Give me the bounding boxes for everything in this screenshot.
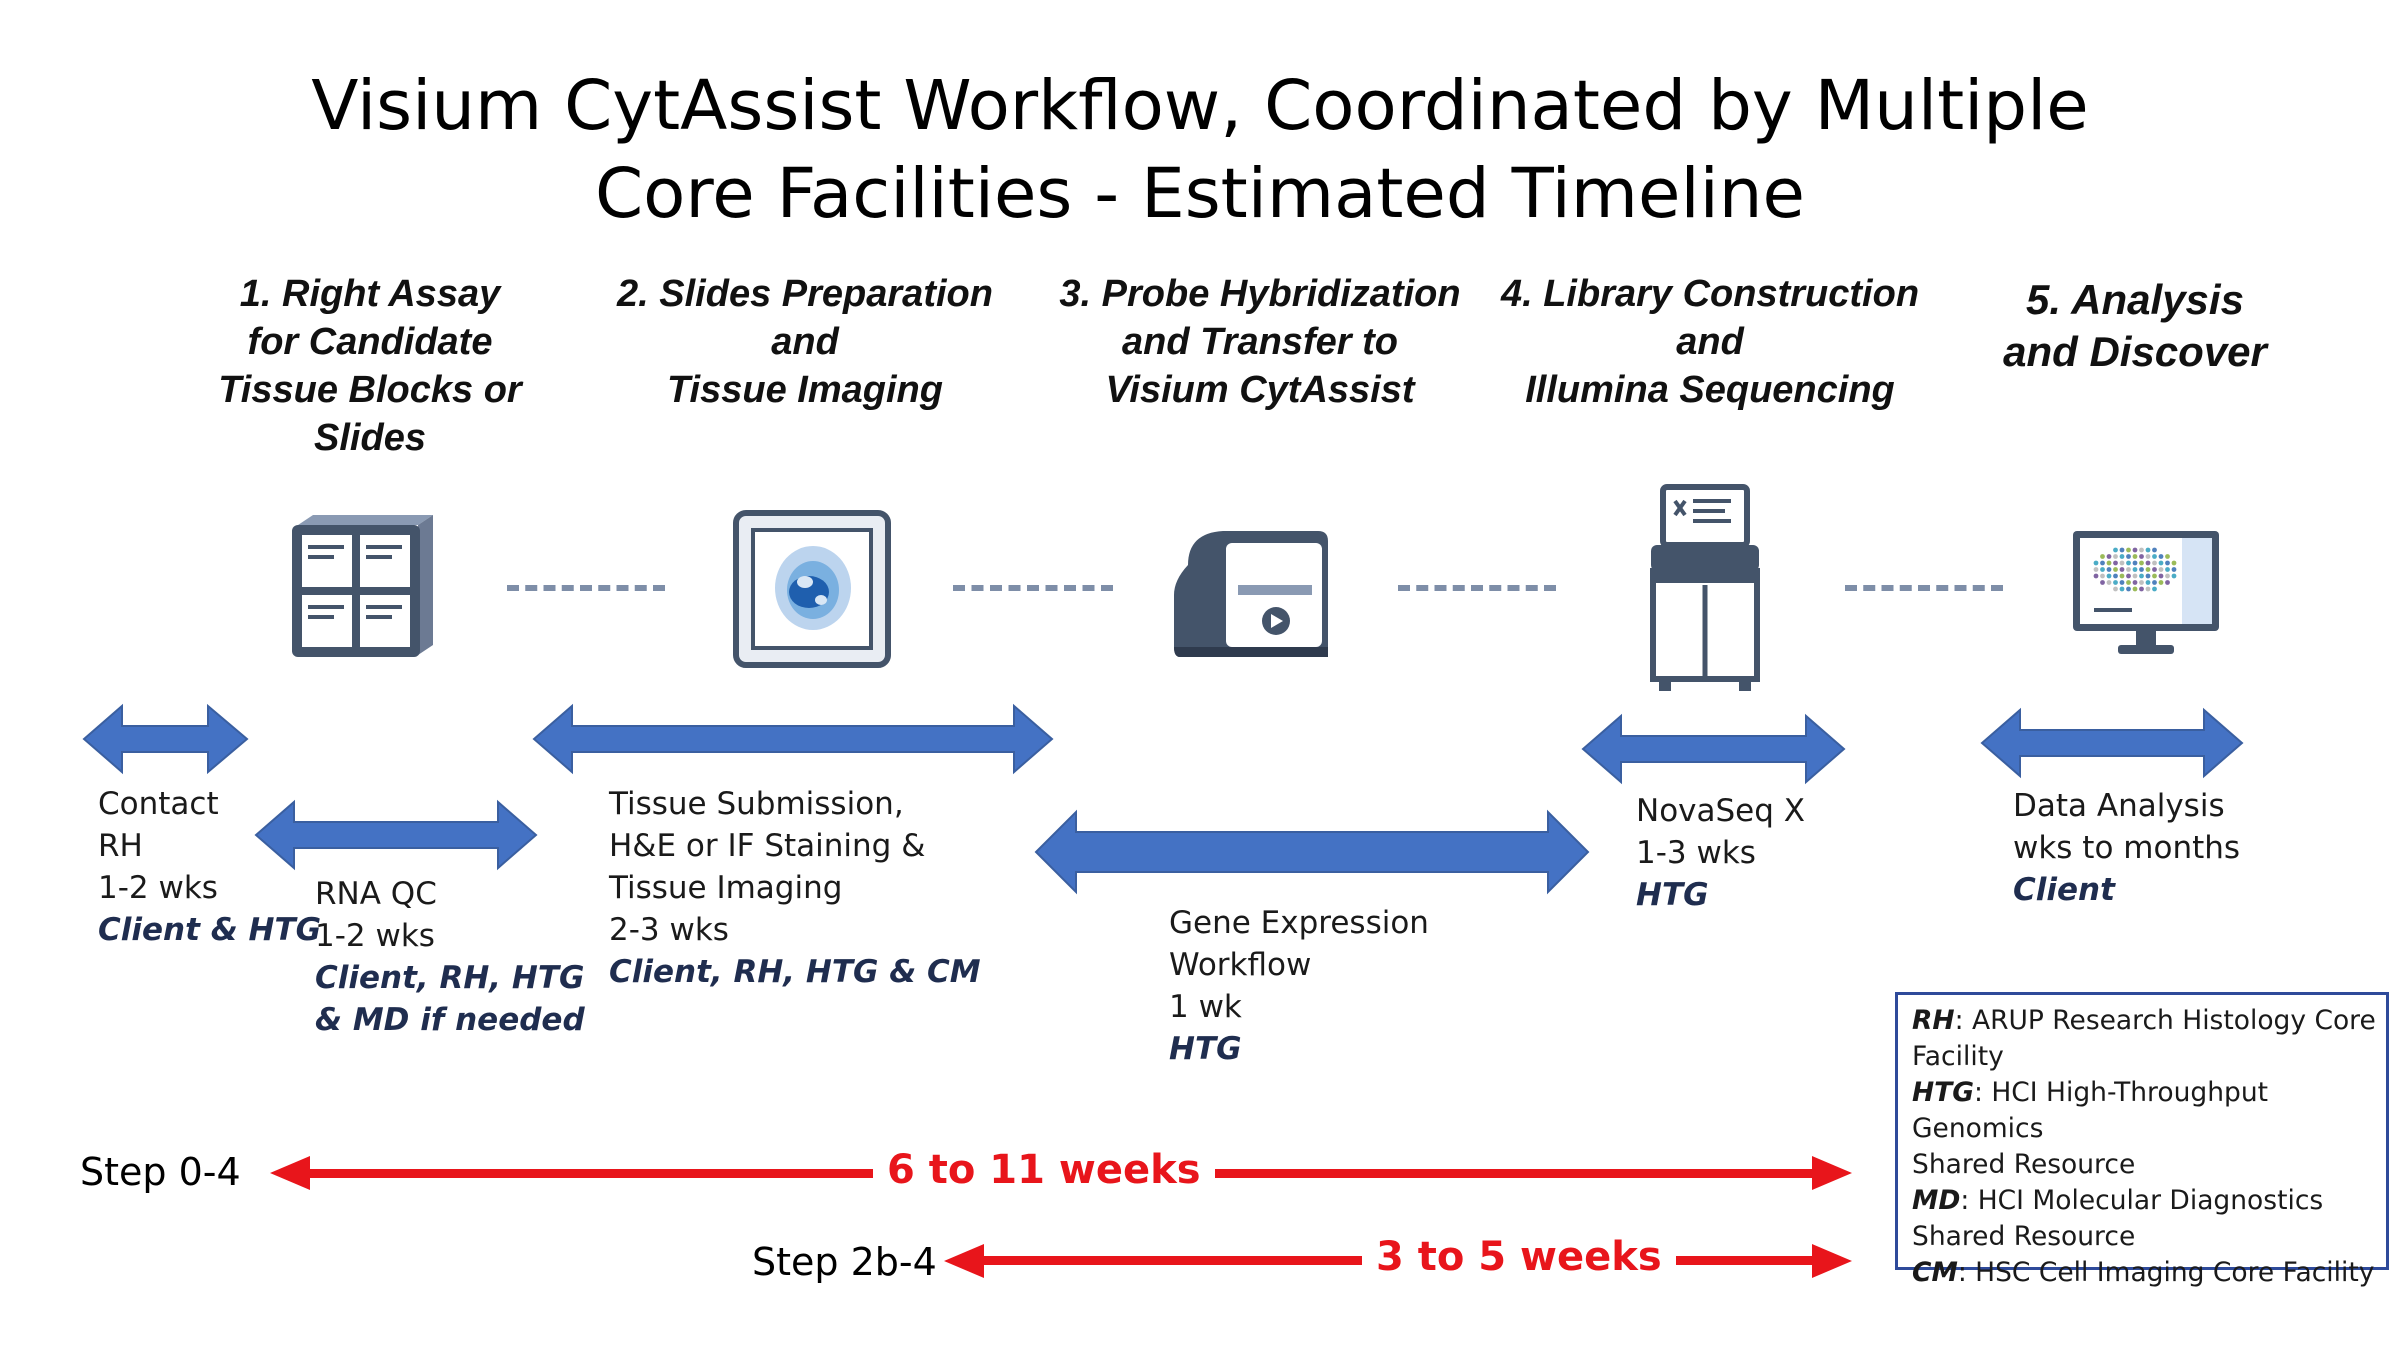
dashed-connector-1 <box>507 585 665 591</box>
title-line-1: Visium CytAssist Workflow, Coordinated b… <box>311 66 2089 146</box>
arrow-tissue-submission <box>532 703 1054 775</box>
step-4-heading: 4. Library Construction and Illumina Seq… <box>1500 273 1920 411</box>
dashed-connector-2 <box>953 585 1113 591</box>
step-1-heading: 1. Right Assay for Candidate Tissue Bloc… <box>218 273 522 459</box>
task-rna-qc: RNA QC 1-2 wks Client, RH, HTG & MD if n… <box>315 876 585 1038</box>
task-gene-expression: Gene Expression Workflow 1 wk HTG <box>1169 905 1429 1067</box>
arrow-contact <box>82 703 249 775</box>
task-tissue-submission: Tissue Submission, H&E or IF Staining & … <box>609 786 981 990</box>
step-5-heading: 5. Analysis and Discover <box>2003 276 2267 375</box>
cytassist-instrument-icon <box>1174 531 1328 657</box>
timeline-label-step-0-4: Step 0-4 <box>80 1150 241 1194</box>
step-3-heading: 3. Probe Hybridization and Transfer to V… <box>1059 273 1461 411</box>
tissue-slide-icon <box>733 510 891 668</box>
analysis-monitor-icon <box>2073 531 2219 654</box>
legend-entry-md: MD: HCI Molecular Diagnostics <box>1912 1185 2324 1216</box>
title-line-2: Core Facilities - Estimated Timeline <box>595 154 1805 234</box>
arrow-rna-qc <box>254 799 538 871</box>
step-2-heading: 2. Slides Preparation and Tissue Imaging <box>617 273 993 411</box>
task-contact: Contact RH 1-2 wks Client & HTG <box>98 786 322 948</box>
legend-entry-cm: CM: HSC Cell Imaging Core Facility <box>1912 1257 2375 1288</box>
legend-entry-rh: RH: ARUP Research Histology Core <box>1912 1005 2376 1036</box>
page-title: Visium CytAssist Workflow, Coordinated b… <box>0 62 2400 238</box>
tissue-blocks-icon <box>292 515 433 657</box>
timeline-duration-3-5: 3 to 5 weeks <box>1362 1234 1676 1280</box>
timeline-label-step-2b-4: Step 2b-4 <box>752 1240 937 1284</box>
dashed-connector-4 <box>1845 585 2003 591</box>
task-novaseq: NovaSeq X 1-3 wks HTG <box>1636 793 1806 913</box>
sequencer-icon <box>1650 484 1760 691</box>
legend-entry-htg: HTG: HCI High-Throughput Genomics <box>1912 1077 2268 1144</box>
task-data-analysis: Data Analysis wks to months Client <box>2013 788 2241 908</box>
arrow-data-analysis <box>1980 707 2244 779</box>
dashed-connector-3 <box>1398 585 1556 591</box>
timeline-duration-6-11: 6 to 11 weeks <box>873 1147 1215 1193</box>
arrow-gene-expression <box>1034 809 1590 895</box>
arrow-novaseq <box>1581 713 1846 785</box>
abbreviation-legend: RH: ARUP Research Histology Core Facilit… <box>1895 992 2389 1288</box>
